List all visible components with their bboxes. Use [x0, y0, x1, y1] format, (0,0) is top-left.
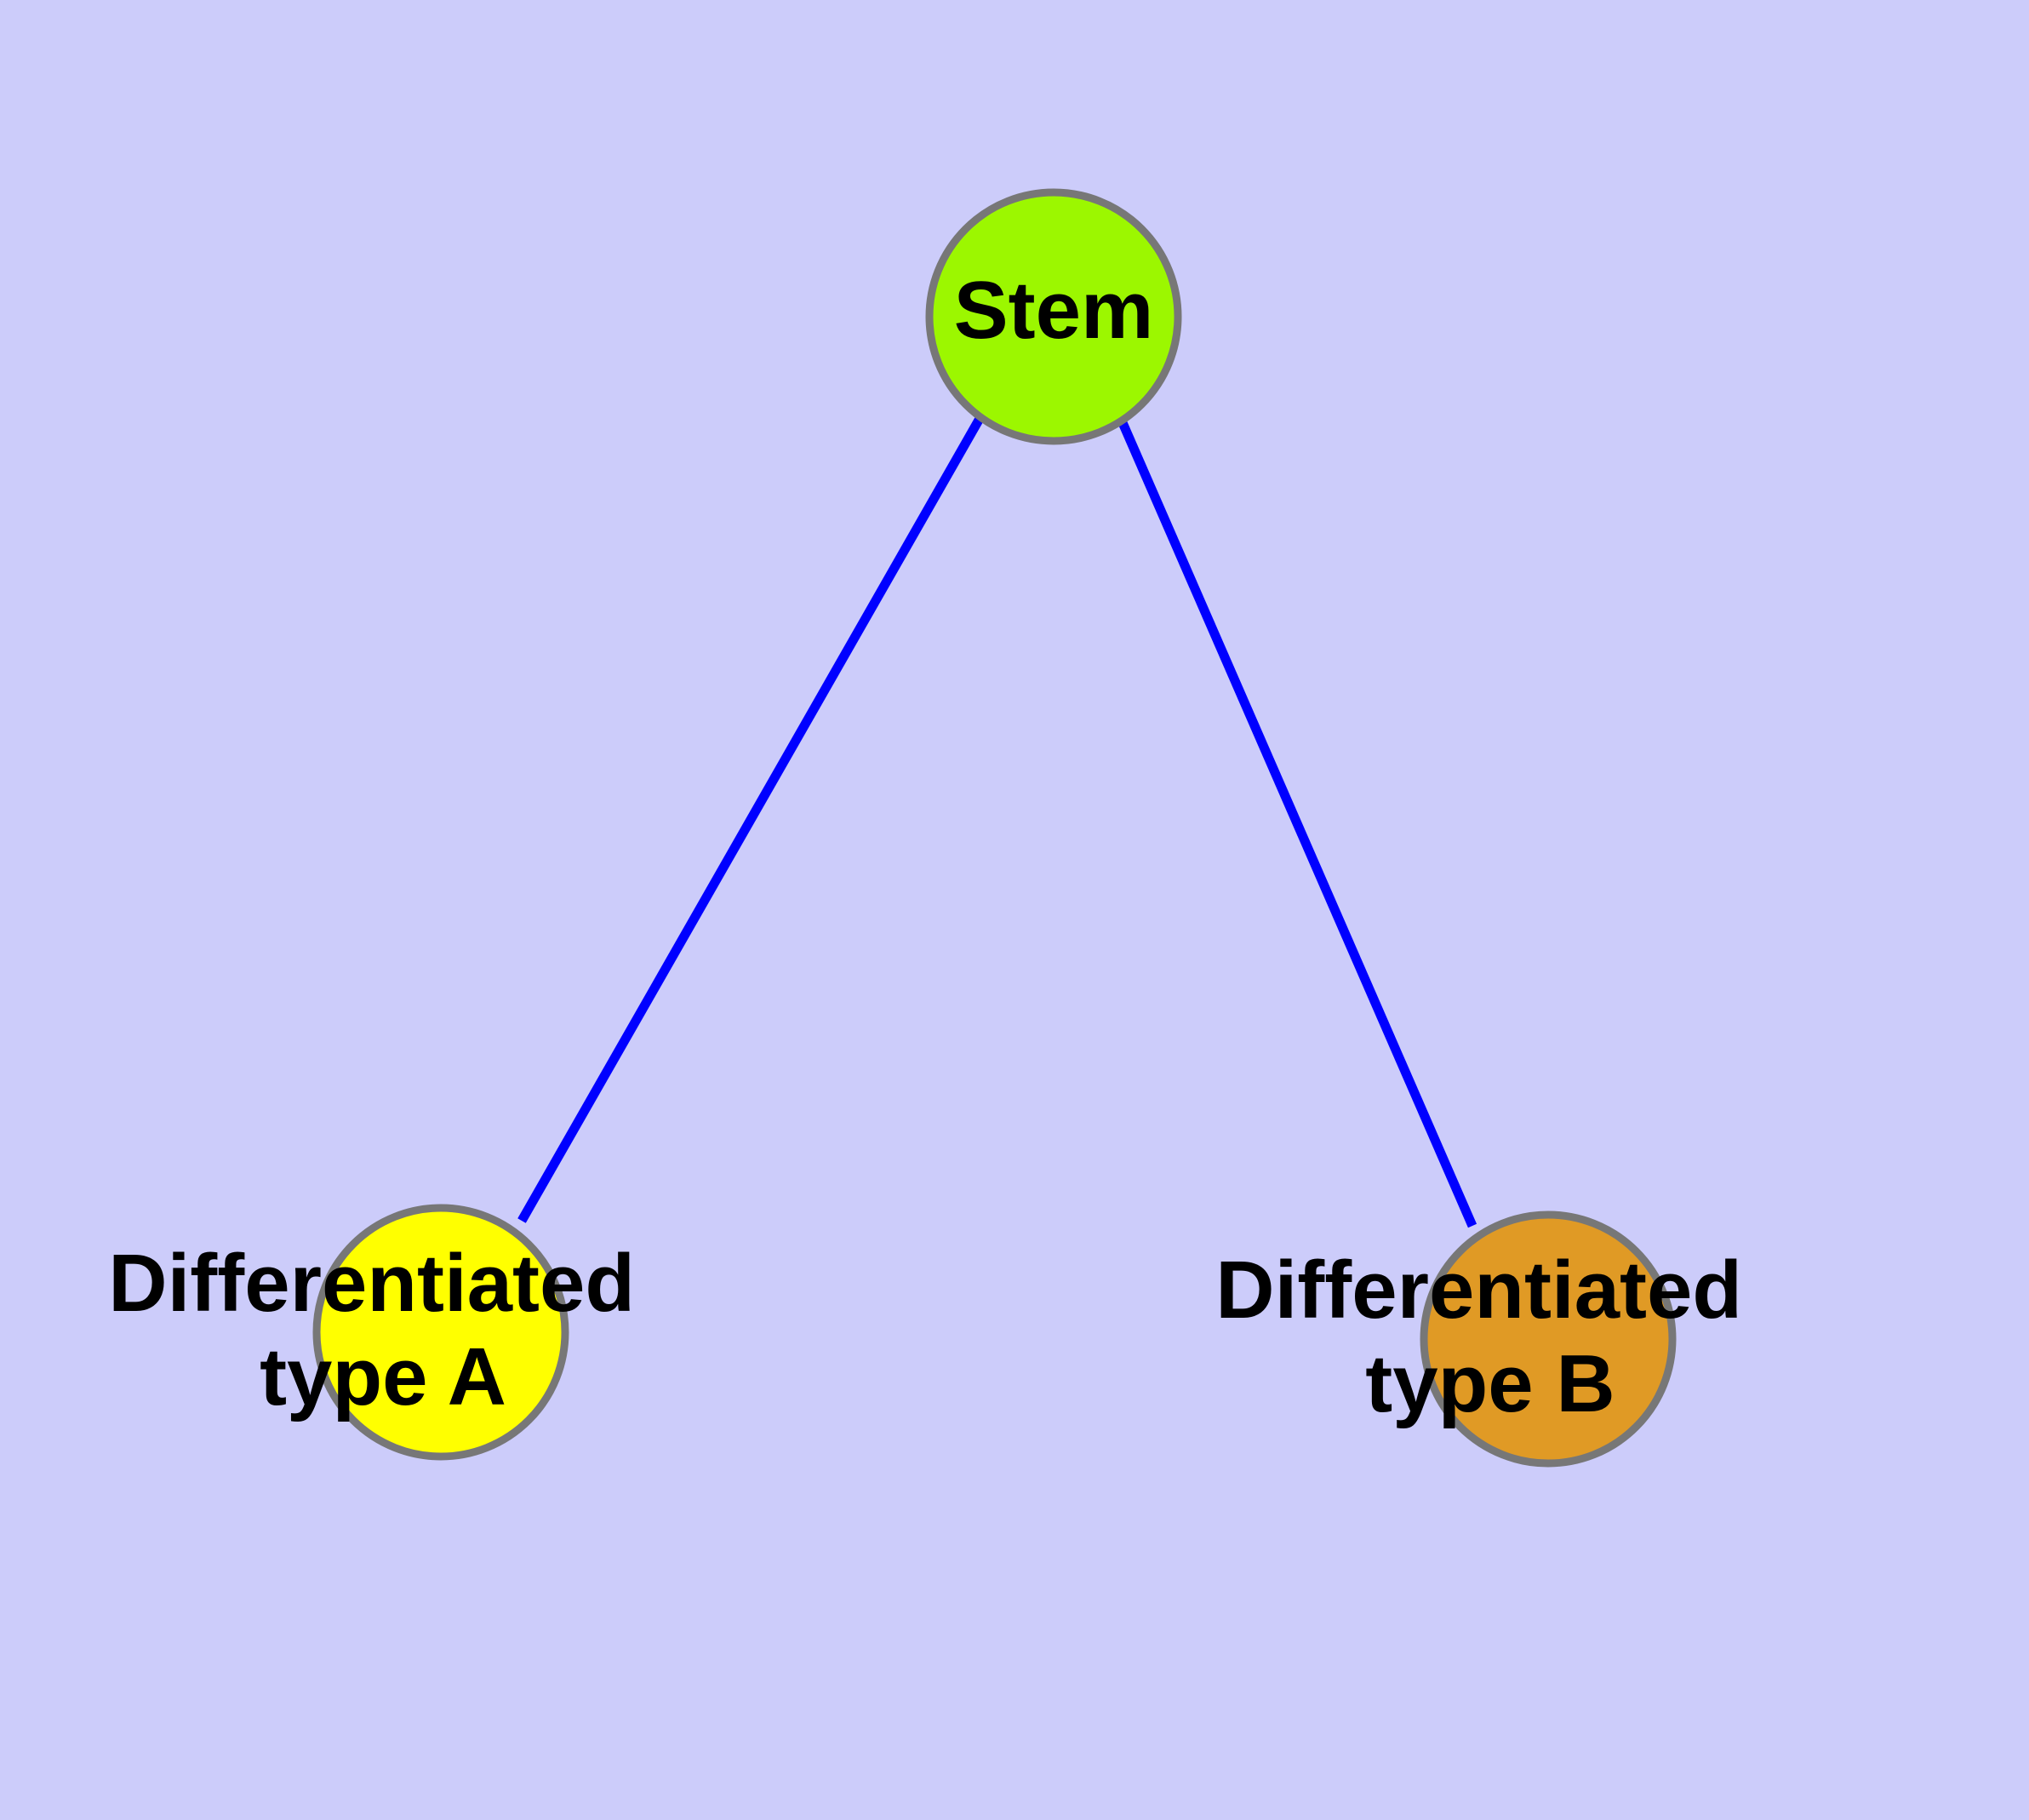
node-differentiated-type-a-label-line1: Differentiated — [108, 1238, 635, 1329]
node-differentiated-type-b-circle[interactable] — [1420, 1210, 1677, 1468]
node-stem-circle[interactable] — [925, 188, 1182, 445]
node-stem[interactable]: Stem — [925, 188, 1182, 445]
node-stem-label-line1: Stem — [954, 265, 1154, 356]
node-differentiated-type-a-circle[interactable] — [312, 1204, 569, 1461]
node-stem-label: Stem — [954, 265, 1154, 356]
node-differentiated-type-a-label-line2: type A — [260, 1331, 506, 1422]
node-layer: Stem Differentiated type A Differentiate… — [108, 188, 1764, 1468]
node-differentiated-type-a[interactable]: Differentiated type A — [108, 1204, 657, 1461]
node-differentiated-type-b[interactable]: Differentiated type B — [1215, 1210, 1764, 1468]
edge-layer — [517, 415, 1477, 1228]
node-differentiated-type-b-label-line2: type B — [1365, 1338, 1615, 1429]
node-differentiated-type-a-label: Differentiated type A — [108, 1238, 657, 1422]
edge-stem-to-differentiated-type-b[interactable] — [1116, 416, 1477, 1228]
node-differentiated-type-b-label-line1: Differentiated — [1215, 1245, 1742, 1336]
node-differentiated-type-b-label: Differentiated type B — [1215, 1245, 1764, 1429]
edge-stem-to-differentiated-type-a[interactable] — [517, 415, 985, 1223]
